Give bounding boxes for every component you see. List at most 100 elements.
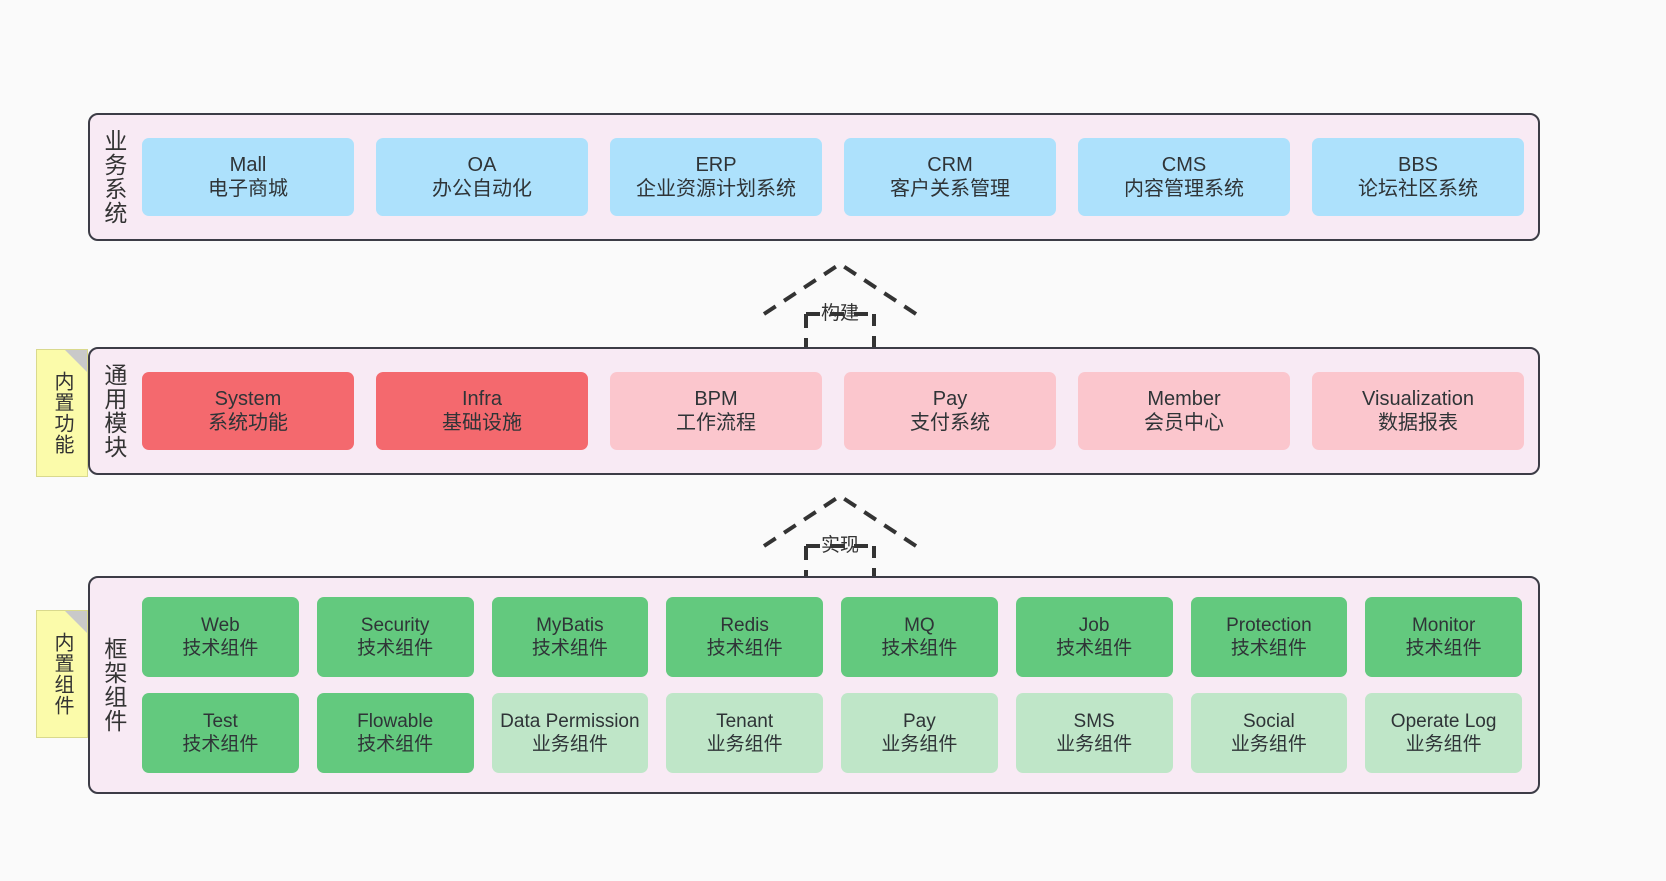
band-row: Web 技术组件 Security 技术组件 MyBatis 技术组件 Redi… [142, 597, 1522, 677]
node-subtitle: 数据报表 [1378, 412, 1458, 434]
band-label-business-systems: 业务系统 [100, 129, 127, 225]
node-title: BPM [694, 387, 738, 410]
band-label-framework-components: 框架组件 [100, 637, 127, 733]
connector-label-build: 构建 [820, 303, 859, 324]
band-business-systems: 业务系统 Mall 电子商城 OA 办公自动化 ERP 企业资源计划系统 CRM… [88, 113, 1540, 241]
node-subtitle: 技术组件 [1405, 638, 1482, 659]
node-subtitle: 业务组件 [706, 734, 783, 755]
node-operate-log[interactable]: Operate Log 业务组件 [1365, 693, 1522, 773]
node-test[interactable]: Test 技术组件 [142, 693, 299, 773]
node-title: Test [202, 710, 238, 732]
node-title: CRM [927, 153, 973, 176]
band-body-general-modules: System 系统功能 Infra 基础设施 BPM 工作流程 Pay 支付系统… [136, 349, 1538, 473]
node-title: Infra [461, 387, 503, 410]
node-redis[interactable]: Redis 技术组件 [666, 597, 823, 677]
band-body-business-systems: Mall 电子商城 OA 办公自动化 ERP 企业资源计划系统 CRM 客户关系… [136, 115, 1538, 239]
node-title: MQ [904, 614, 935, 636]
node-subtitle: 业务组件 [1056, 734, 1133, 755]
node-subtitle: 技术组件 [357, 734, 434, 755]
node-title: Protection [1226, 614, 1312, 636]
node-title: Job [1078, 614, 1110, 636]
node-subtitle: 业务组件 [881, 734, 958, 755]
node-subtitle: 办公自动化 [432, 178, 532, 200]
band-row: Test 技术组件 Flowable 技术组件 Data Permission … [142, 693, 1522, 773]
node-title: MyBatis [536, 614, 604, 636]
node-subtitle: 技术组件 [357, 638, 434, 659]
node-title: CMS [1161, 153, 1207, 176]
node-tenant[interactable]: Tenant 业务组件 [666, 693, 823, 773]
node-subtitle: 系统功能 [208, 412, 288, 434]
node-infra[interactable]: Infra 基础设施 [376, 372, 588, 450]
node-pay-component[interactable]: Pay 业务组件 [841, 693, 998, 773]
node-subtitle: 企业资源计划系统 [636, 178, 796, 200]
node-subtitle: 内容管理系统 [1124, 178, 1244, 200]
node-flowable[interactable]: Flowable 技术组件 [316, 693, 474, 773]
node-title: OA [467, 153, 497, 176]
node-system[interactable]: System 系统功能 [142, 372, 354, 450]
sticky-note-text: 内置组件 [51, 632, 73, 716]
node-subtitle: 论坛社区系统 [1358, 178, 1478, 200]
node-protection[interactable]: Protection 技术组件 [1190, 597, 1348, 677]
node-title: BBS [1397, 153, 1439, 176]
node-title: Monitor [1411, 614, 1476, 636]
band-framework-components: 框架组件 Web 技术组件 Security 技术组件 MyBatis 技术组件… [88, 576, 1540, 794]
node-bpm[interactable]: BPM 工作流程 [610, 372, 822, 450]
node-subtitle: 业务组件 [531, 734, 608, 755]
node-subtitle: 工作流程 [676, 412, 756, 434]
sticky-note-text: 内置功能 [51, 371, 73, 455]
node-subtitle: 客户关系管理 [890, 178, 1010, 200]
sticky-note-builtin-features: 内置功能 [36, 349, 88, 477]
node-title: ERP [695, 153, 737, 176]
node-subtitle: 技术组件 [706, 638, 783, 659]
node-title: Member [1147, 387, 1221, 410]
node-title: Pay [932, 387, 968, 410]
node-subtitle: 技术组件 [1056, 638, 1133, 659]
node-mq[interactable]: MQ 技术组件 [841, 597, 998, 677]
node-title: Mall [229, 153, 267, 176]
connector-label-implement: 实现 [820, 535, 859, 556]
node-cms[interactable]: CMS 内容管理系统 [1078, 138, 1290, 216]
node-title: Flowable [357, 710, 434, 732]
band-body-framework-components: Web 技术组件 Security 技术组件 MyBatis 技术组件 Redi… [136, 578, 1538, 792]
node-title: System [214, 387, 282, 410]
node-mybatis[interactable]: MyBatis 技术组件 [491, 597, 649, 677]
node-member[interactable]: Member 会员中心 [1078, 372, 1290, 450]
node-social[interactable]: Social 业务组件 [1190, 693, 1348, 773]
node-pay-module[interactable]: Pay 支付系统 [844, 372, 1056, 450]
node-title: SMS [1073, 710, 1115, 732]
node-mall[interactable]: Mall 电子商城 [142, 138, 354, 216]
node-title: Tenant [716, 710, 774, 732]
node-title: Operate Log [1390, 710, 1497, 732]
node-title: Security [360, 614, 430, 636]
node-subtitle: 会员中心 [1144, 412, 1224, 434]
node-subtitle: 技术组件 [182, 638, 259, 659]
band-label-general-modules: 通用模块 [100, 363, 127, 459]
band-row: Mall 电子商城 OA 办公自动化 ERP 企业资源计划系统 CRM 客户关系… [142, 138, 1524, 216]
node-title: Web [201, 614, 240, 636]
node-title: Redis [720, 614, 769, 636]
node-web[interactable]: Web 技术组件 [142, 597, 299, 677]
node-security[interactable]: Security 技术组件 [316, 597, 474, 677]
node-crm[interactable]: CRM 客户关系管理 [844, 138, 1056, 216]
node-visualization[interactable]: Visualization 数据报表 [1312, 372, 1524, 450]
node-subtitle: 电子商城 [208, 178, 288, 200]
node-erp[interactable]: ERP 企业资源计划系统 [610, 138, 822, 216]
node-subtitle: 业务组件 [1405, 734, 1482, 755]
node-monitor[interactable]: Monitor 技术组件 [1365, 597, 1522, 677]
node-subtitle: 技术组件 [531, 638, 608, 659]
node-subtitle: 技术组件 [881, 638, 958, 659]
node-bbs[interactable]: BBS 论坛社区系统 [1312, 138, 1524, 216]
node-sms[interactable]: SMS 业务组件 [1015, 693, 1173, 773]
node-title: Social [1243, 710, 1295, 732]
node-title: Data Permission [500, 710, 640, 732]
node-job[interactable]: Job 技术组件 [1015, 597, 1173, 677]
node-title: Pay [903, 710, 936, 732]
node-subtitle: 基础设施 [442, 412, 522, 434]
band-general-modules: 通用模块 System 系统功能 Infra 基础设施 BPM 工作流程 Pay… [88, 347, 1540, 475]
node-subtitle: 技术组件 [1230, 638, 1307, 659]
node-data-permission[interactable]: Data Permission 业务组件 [491, 693, 649, 773]
band-row: System 系统功能 Infra 基础设施 BPM 工作流程 Pay 支付系统… [142, 372, 1524, 450]
node-title: Visualization [1362, 387, 1474, 410]
node-oa[interactable]: OA 办公自动化 [376, 138, 588, 216]
